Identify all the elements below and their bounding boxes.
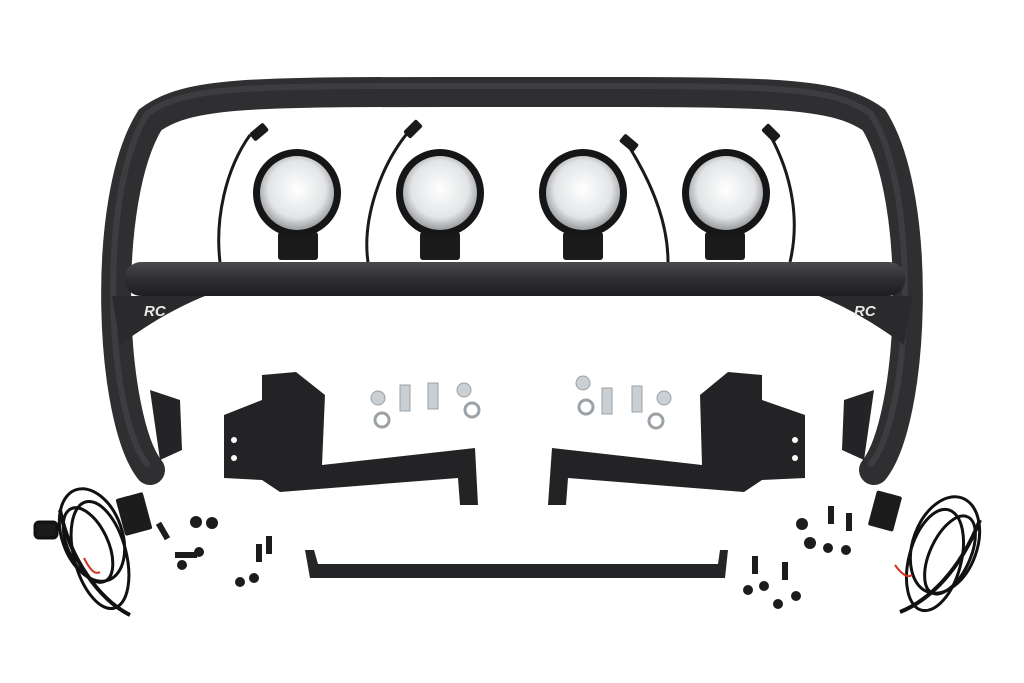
led-light-3 — [539, 134, 670, 263]
zinc-hardware-left — [370, 382, 481, 429]
black-hardware-right — [743, 490, 902, 609]
zinc-hardware-right — [575, 375, 672, 430]
mounting-bracket-left — [224, 372, 478, 505]
led-light-1 — [217, 123, 341, 263]
lower-support-bar — [305, 550, 728, 578]
wiring-harness-right — [894, 495, 982, 614]
brand-logo-right: RC — [854, 303, 877, 320]
nudge-bar: RC RC — [101, 76, 923, 485]
black-hardware-left — [116, 492, 272, 587]
led-light-4 — [682, 123, 796, 263]
wiring-harness-left — [33, 487, 131, 617]
brand-logo-left: RC — [144, 303, 167, 320]
led-light-2 — [365, 119, 484, 263]
mounting-bracket-right — [548, 372, 805, 505]
